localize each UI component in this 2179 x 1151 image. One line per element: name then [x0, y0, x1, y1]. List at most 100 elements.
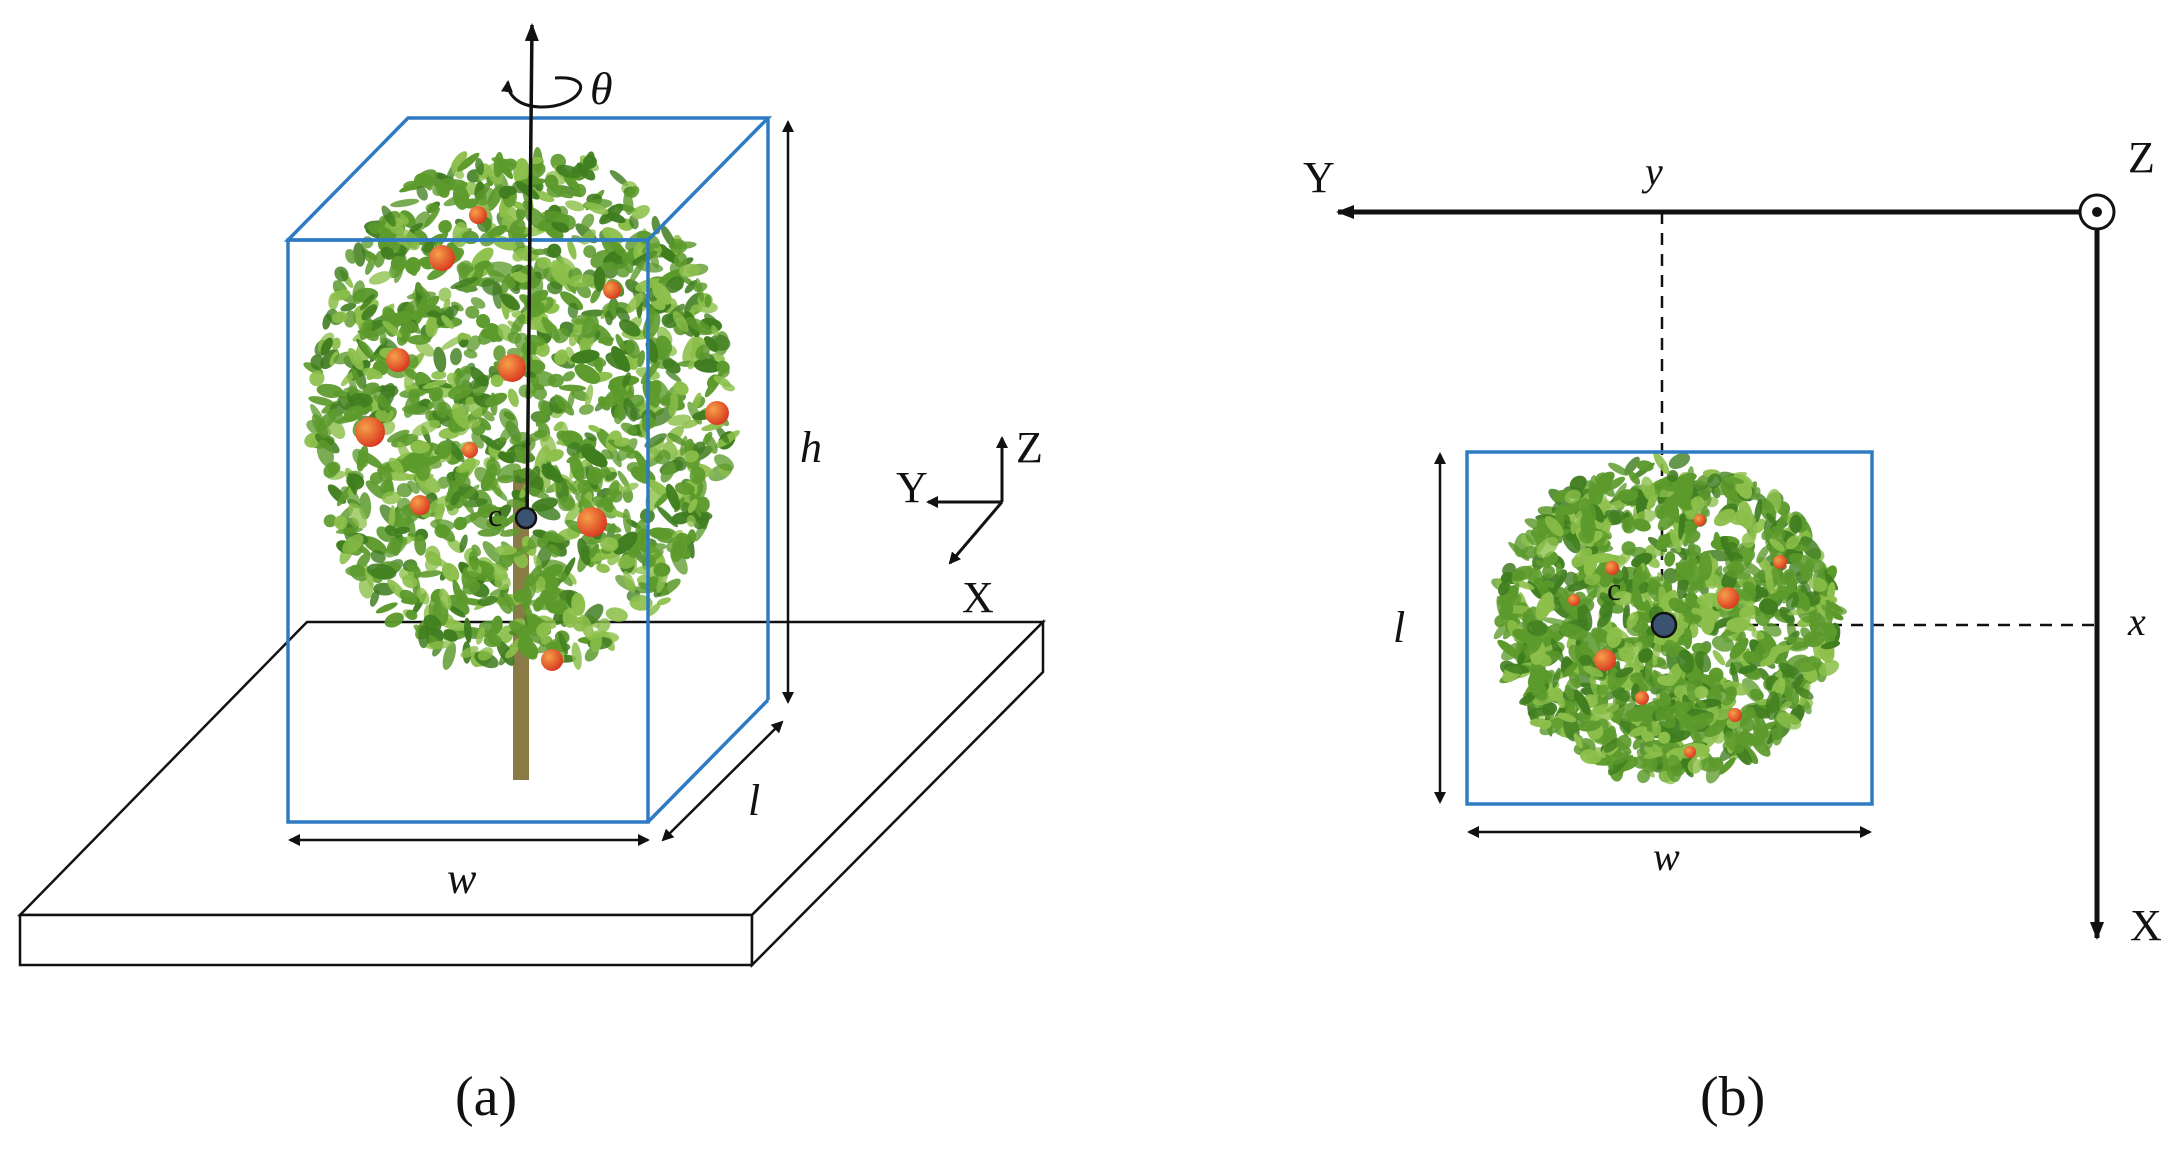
leaf: [685, 317, 712, 335]
leaf: [565, 200, 585, 212]
leaf: [1638, 648, 1653, 663]
leaf: [396, 497, 412, 512]
leaf: [1632, 737, 1642, 750]
fruit: [355, 417, 385, 447]
leaf: [1579, 654, 1593, 666]
leaf: [486, 623, 503, 638]
leaf: [568, 331, 578, 347]
leaf: [369, 589, 380, 607]
leaf: [1590, 627, 1610, 644]
leaf: [646, 603, 661, 617]
leaf: [364, 565, 374, 588]
leaf: [509, 431, 530, 446]
leaf: [1687, 712, 1714, 731]
leaf: [558, 631, 569, 655]
leaf: [1617, 489, 1638, 502]
leaf: [676, 273, 695, 286]
leaf: [634, 450, 651, 475]
leaf: [309, 370, 325, 387]
leaf: [1637, 769, 1651, 784]
leaf: [1590, 703, 1620, 715]
leaf: [384, 612, 404, 628]
leaf: [1705, 612, 1721, 627]
leaf: [510, 314, 526, 335]
leaf: [359, 318, 373, 341]
fruit: [429, 245, 455, 271]
center-label: c: [488, 497, 502, 533]
leaf: [495, 562, 509, 571]
leaf: [1765, 512, 1777, 524]
leaf: [601, 261, 616, 272]
leaf: [1615, 667, 1634, 678]
leaf: [1641, 476, 1656, 501]
leaf: [670, 545, 683, 563]
leaf: [542, 530, 558, 542]
leaf: [567, 239, 577, 260]
leaf: [1815, 621, 1838, 639]
leaf: [528, 465, 541, 487]
height-label: h: [800, 423, 822, 472]
leaf: [1826, 581, 1836, 603]
leaf: [515, 181, 540, 200]
leaf: [544, 596, 570, 615]
leaf: [497, 594, 512, 614]
leaf: [407, 334, 431, 345]
fruit: [1728, 708, 1742, 722]
leaf: [692, 392, 702, 409]
center-point: [514, 506, 538, 530]
leaf: [1713, 508, 1736, 527]
leaf: [396, 483, 413, 498]
leaf: [395, 526, 410, 535]
leaf: [598, 336, 615, 344]
leaf: [1580, 497, 1597, 523]
leaf: [475, 157, 485, 176]
leaf: [1569, 475, 1587, 492]
tree-fruits-top: [1568, 514, 1787, 758]
leaf: [1658, 731, 1671, 744]
leaf: [479, 434, 501, 451]
leaf: [470, 297, 486, 309]
leaf: [316, 439, 334, 467]
leaf: [658, 268, 684, 284]
leaf: [590, 630, 603, 653]
leaf: [660, 462, 676, 483]
leaf: [1631, 585, 1643, 611]
leaf: [1613, 590, 1634, 606]
axis-label-y-b: Y: [1303, 153, 1335, 202]
leaf: [416, 296, 427, 324]
leaf: [476, 314, 491, 329]
leaf: [673, 252, 688, 268]
leaf: [571, 389, 589, 402]
leaf: [334, 266, 349, 282]
leaf: [414, 534, 427, 556]
leaf: [665, 370, 682, 383]
leaf: [1628, 471, 1641, 485]
leaf: [609, 489, 623, 503]
leaf: [431, 392, 448, 419]
leaf: [668, 391, 679, 417]
leaf: [381, 205, 396, 227]
leaf: [469, 512, 491, 530]
leaf: [1794, 686, 1814, 700]
leaf: [1552, 667, 1561, 688]
leaf: [422, 379, 447, 390]
leaf: [485, 261, 515, 277]
leaf: [1557, 712, 1577, 723]
leaf: [1574, 689, 1591, 716]
leaf: [1744, 561, 1766, 581]
leaf: [1779, 606, 1795, 624]
leaf: [1694, 650, 1712, 673]
leaf: [459, 534, 468, 553]
leaf: [1683, 613, 1703, 624]
leaf: [320, 337, 333, 356]
leaf: [1698, 757, 1724, 772]
leaf: [1752, 711, 1763, 740]
leaf: [1596, 684, 1609, 696]
leaf: [529, 156, 543, 165]
leaf: [613, 403, 625, 425]
leaf: [537, 257, 552, 269]
leaf: [358, 340, 376, 360]
leaf: [365, 480, 387, 500]
panel-b: Z Y X y x c l w (b): [1303, 133, 2162, 1128]
leaf: [1758, 598, 1779, 615]
